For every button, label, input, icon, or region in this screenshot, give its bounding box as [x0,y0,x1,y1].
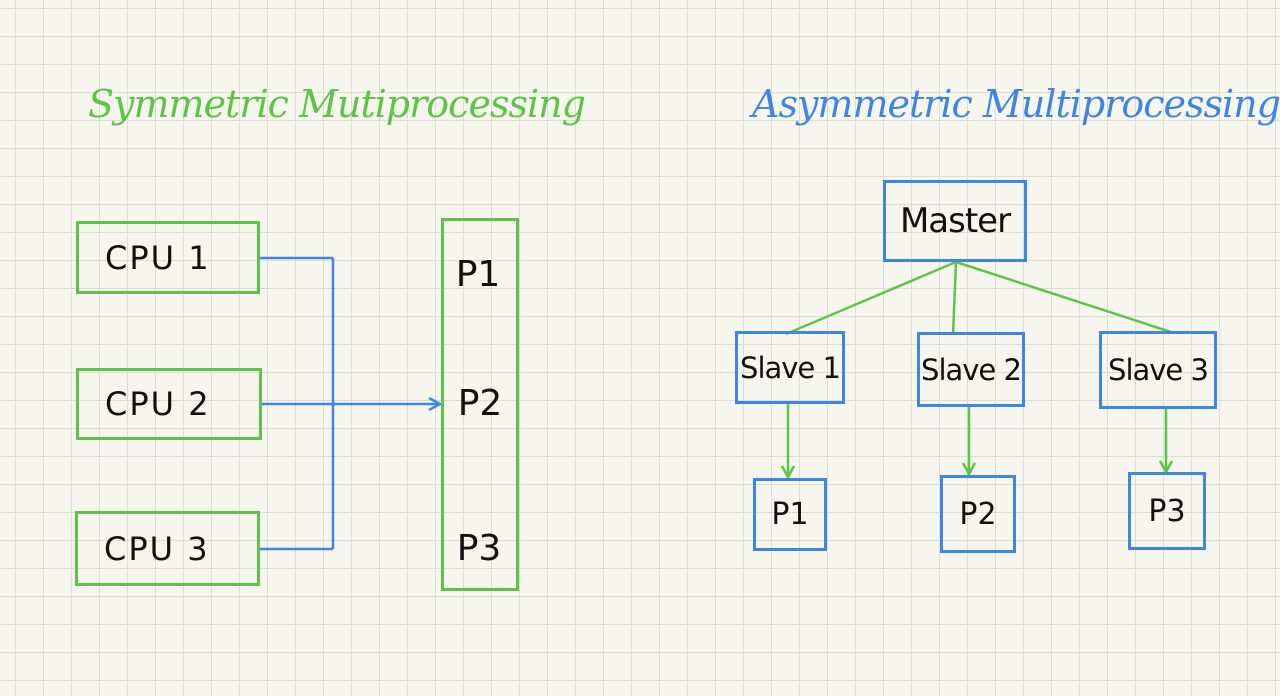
master-slave3-link [955,260,1175,335]
slave-label: Slave 3 [1108,353,1209,387]
cpu-box-2: CPU 2 [76,368,262,440]
cpu-label: CPU 1 [105,238,211,277]
process-box-p1: P1 [753,478,827,551]
master-box: Master [883,180,1027,262]
slave-label: Slave 2 [921,352,1022,387]
slave-process-arrows [788,404,1166,477]
cpu-label: CPU 2 [105,385,211,423]
slave-box-3: Slave 3 [1099,331,1217,409]
process-label-p1: P1 [455,254,501,295]
slave-label: Slave 1 [740,350,841,385]
slave-box-1: Slave 1 [735,331,845,404]
cpu-box-1: CPU 1 [76,221,260,294]
master-slave1-link [785,260,957,336]
cpu-box-3: CPU 3 [75,511,260,586]
master-slave2-link [951,261,958,335]
master-label: Master [899,201,1011,241]
master-links [785,260,1175,336]
symmetric-title: Symmetric Mutiprocessing [88,82,586,126]
shared-process-column [441,218,519,591]
process-box-p2: P2 [940,475,1016,553]
cpu-label: CPU 3 [104,529,210,568]
process-label-p3: P3 [456,528,502,569]
process-label: P2 [959,496,997,532]
process-box-p3: P3 [1128,472,1206,550]
slave-box-2: Slave 2 [917,332,1025,407]
process-label: P3 [1148,493,1186,529]
process-label: P1 [771,497,809,532]
cpu-bus [260,256,440,551]
process-label-p2: P2 [457,383,503,424]
asymmetric-title: Asymmetric Multiprocessing [752,82,1280,126]
